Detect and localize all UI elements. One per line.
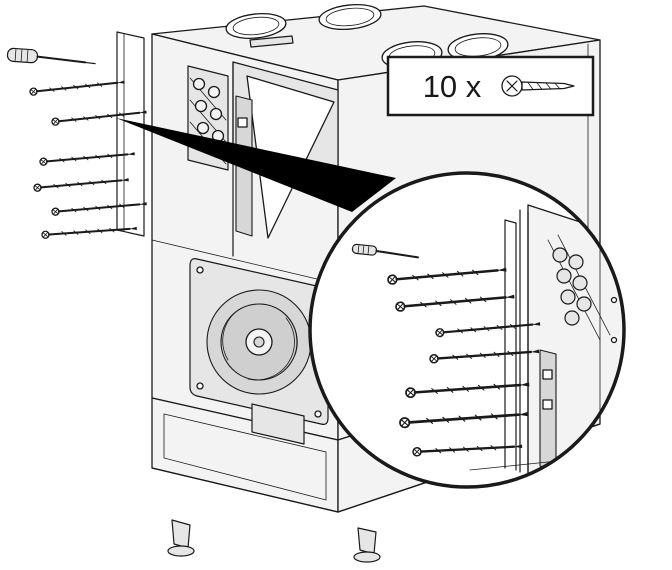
screw-icon	[28, 77, 126, 97]
screw-icon	[501, 75, 575, 97]
duct-openings	[225, 3, 509, 69]
lens-filter-slot	[539, 349, 557, 471]
fan-panel	[189, 258, 329, 425]
lens-border	[308, 171, 626, 489]
side-panel	[116, 31, 145, 237]
quantity-label: 10 x	[423, 69, 482, 104]
quantity-callout: 10 x	[386, 55, 595, 117]
lens-heat-exchanger	[547, 234, 611, 341]
wall-plug-icon	[351, 243, 419, 259]
screw-icon	[50, 199, 148, 217]
screw-icon	[32, 175, 130, 193]
mounting-screws	[28, 77, 148, 240]
screw-icon	[38, 149, 136, 167]
screwdriver-icon	[6, 47, 96, 65]
lens-side-panel	[504, 219, 517, 471]
zoom-pointer	[116, 118, 396, 212]
unit-feet	[167, 519, 381, 563]
